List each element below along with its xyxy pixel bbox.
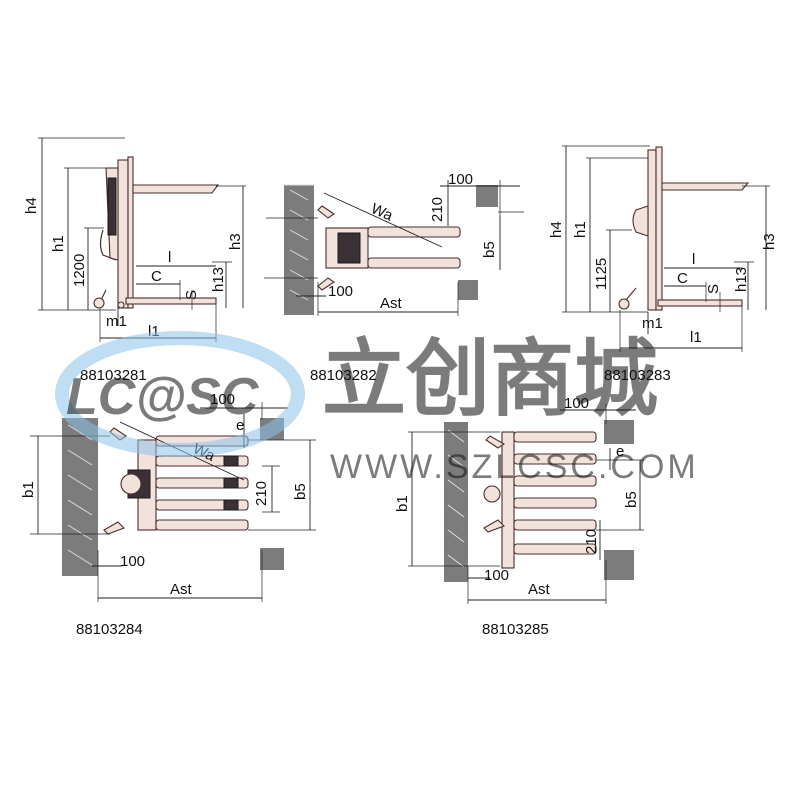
wall [444,422,468,582]
label-gap: 210 [583,529,600,554]
label-wa: Wa [368,200,396,225]
label-h4: h4 [23,197,40,214]
label-b1: b1 [394,495,411,512]
watermark-url: WWW.SZLCSC.COM [330,448,699,486]
label-lift-height: 1200 [71,254,88,287]
diagram-code: 88103283 [604,367,671,384]
label-l: l [168,249,171,266]
watermark-logo-ring [55,331,305,457]
label-clear: 100 [564,395,589,412]
label-ast: Ast [528,581,551,598]
label-l1: l1 [148,323,160,340]
label-s: S [705,284,722,294]
label-b5: b5 [623,491,640,508]
label-ast: Ast [170,581,193,598]
label-s: S [183,290,200,300]
wheel [93,297,105,309]
label-e: e [236,417,244,434]
label-gap: 210 [429,197,446,222]
diagram-88103284: Wa 100 e 210 b5 b1 100 Ast 88103284 [20,391,316,638]
fork-5 [155,519,249,531]
label-m1: m1 [642,315,663,332]
label-b5: b5 [481,241,498,258]
diagram-code: 88103282 [310,367,377,384]
fork-lower [125,297,217,305]
label-h3: h3 [227,233,244,250]
label-lift-height: 1125 [593,258,610,290]
wall [62,418,98,576]
fork-upper [661,182,750,191]
label-gap: 210 [253,481,270,506]
fork-6 [513,543,597,555]
label-b1: b1 [20,481,37,498]
label-ast: Ast [380,295,403,312]
watermark-brand: 立创商城 [322,332,658,426]
mast [117,159,129,309]
label-l1: l1 [690,329,702,346]
watermark-logo: LC@SC [66,368,260,426]
diagram-88103283: h4 h1 1125 h3 h13 l C S m1 l1 88103283 [548,145,778,384]
label-clear2: 100 [120,553,145,570]
fork-lower [657,299,743,307]
label-c: C [151,268,162,285]
fork-2 [513,453,597,465]
label-c: C [677,270,688,287]
label-h1: h1 [572,221,589,238]
diagram-88103285: 100 e b1 b5 210 100 Ast 88103285 [394,395,644,638]
wheel [618,298,630,310]
diagram-code: 88103284 [76,621,143,638]
fork-3 [513,475,597,487]
label-h13: h13 [733,267,750,292]
label-b5: b5 [292,483,309,500]
label-e: e [616,443,624,460]
fork-upper [132,184,220,194]
watermark: LC@SC 立创商城 WWW.SZLCSC.COM [55,331,699,486]
label-h13: h13 [210,267,227,292]
label-clear: 100 [210,391,235,408]
wall [284,185,314,315]
label-h1: h1 [50,235,67,252]
label-clear: 100 [448,171,473,188]
fork-right [367,257,461,269]
fork-5 [513,519,597,531]
diagram-88103282: Wa 210 100 b5 100 Ast 88103282 [264,171,524,384]
diagram-code: 88103281 [80,367,147,384]
label-clear2: 100 [328,283,353,300]
label-l: l [692,251,695,268]
label-h4: h4 [548,221,565,238]
diagram-88103281: h4 h1 1200 h3 h13 l C S m1 l1 88103281 [23,137,246,384]
mast [647,149,657,311]
fork-left [367,226,461,238]
label-m1: m1 [106,313,127,330]
label-h3: h3 [761,233,778,250]
diagram-code: 88103285 [482,621,549,638]
fork-4 [513,497,597,509]
label-clear2: 100 [484,567,509,584]
fork-1 [513,431,597,443]
